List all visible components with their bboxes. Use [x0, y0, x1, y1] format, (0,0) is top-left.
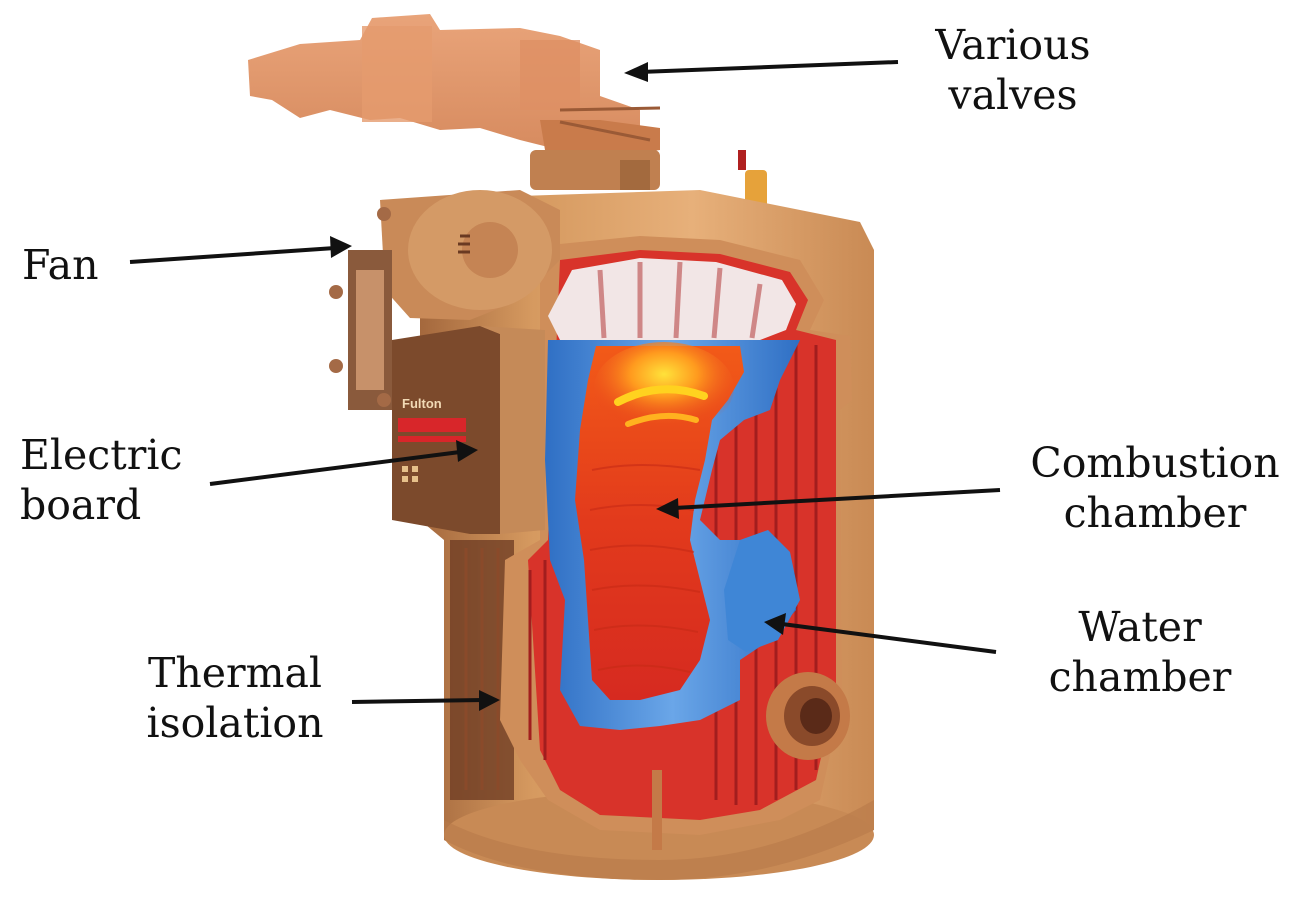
label-water-chamber: Water chamber — [1030, 602, 1250, 702]
label-water-chamber-line-1: Water — [1078, 603, 1202, 651]
label-water-chamber-line-2: chamber — [1048, 653, 1232, 701]
steam-dome — [548, 258, 796, 340]
label-fan: Fan — [22, 240, 99, 290]
flame-swirl — [614, 385, 708, 406]
label-combustion-chamber: Combustion chamber — [1020, 438, 1290, 538]
flame-swirl-2 — [625, 412, 699, 427]
arrow-various-valves — [624, 60, 899, 82]
label-thermal-isolation-line-2: isolation — [146, 699, 324, 747]
arrow-water-chamber — [764, 613, 997, 654]
arrow-combustion-chamber — [656, 488, 1001, 519]
outlet-nozzle — [766, 672, 850, 760]
drain-stem — [652, 770, 662, 850]
electric-board-panel — [392, 326, 545, 534]
arrow-electric-board — [209, 440, 478, 486]
label-thermal-isolation: Thermal isolation — [128, 648, 342, 748]
fan-housing — [380, 190, 560, 320]
label-various-valves-line-2: valves — [948, 71, 1078, 119]
label-combustion-chamber-line-1: Combustion — [1030, 439, 1280, 487]
arrows — [129, 60, 1001, 711]
label-electric-board-line-2: board — [20, 481, 142, 529]
arrow-fan — [129, 236, 352, 264]
combustion-chamber — [575, 346, 744, 700]
label-various-valves-line-1: Various — [935, 21, 1091, 69]
brand-plate: Fulton — [402, 396, 442, 411]
dome-stripes — [597, 261, 763, 339]
label-various-valves: Various valves — [918, 20, 1108, 120]
label-electric-board: Electric board — [20, 430, 182, 530]
label-thermal-isolation-line-1: Thermal — [147, 649, 323, 697]
label-combustion-chamber-line-2: chamber — [1063, 489, 1247, 537]
arrow-thermal-isolation — [351, 690, 500, 711]
label-fan-line-1: Fan — [22, 241, 99, 289]
label-electric-board-line-1: Electric — [20, 431, 183, 479]
valve-assembly — [248, 14, 767, 208]
side-manifold — [329, 207, 392, 410]
isolation-ribs — [464, 548, 500, 790]
